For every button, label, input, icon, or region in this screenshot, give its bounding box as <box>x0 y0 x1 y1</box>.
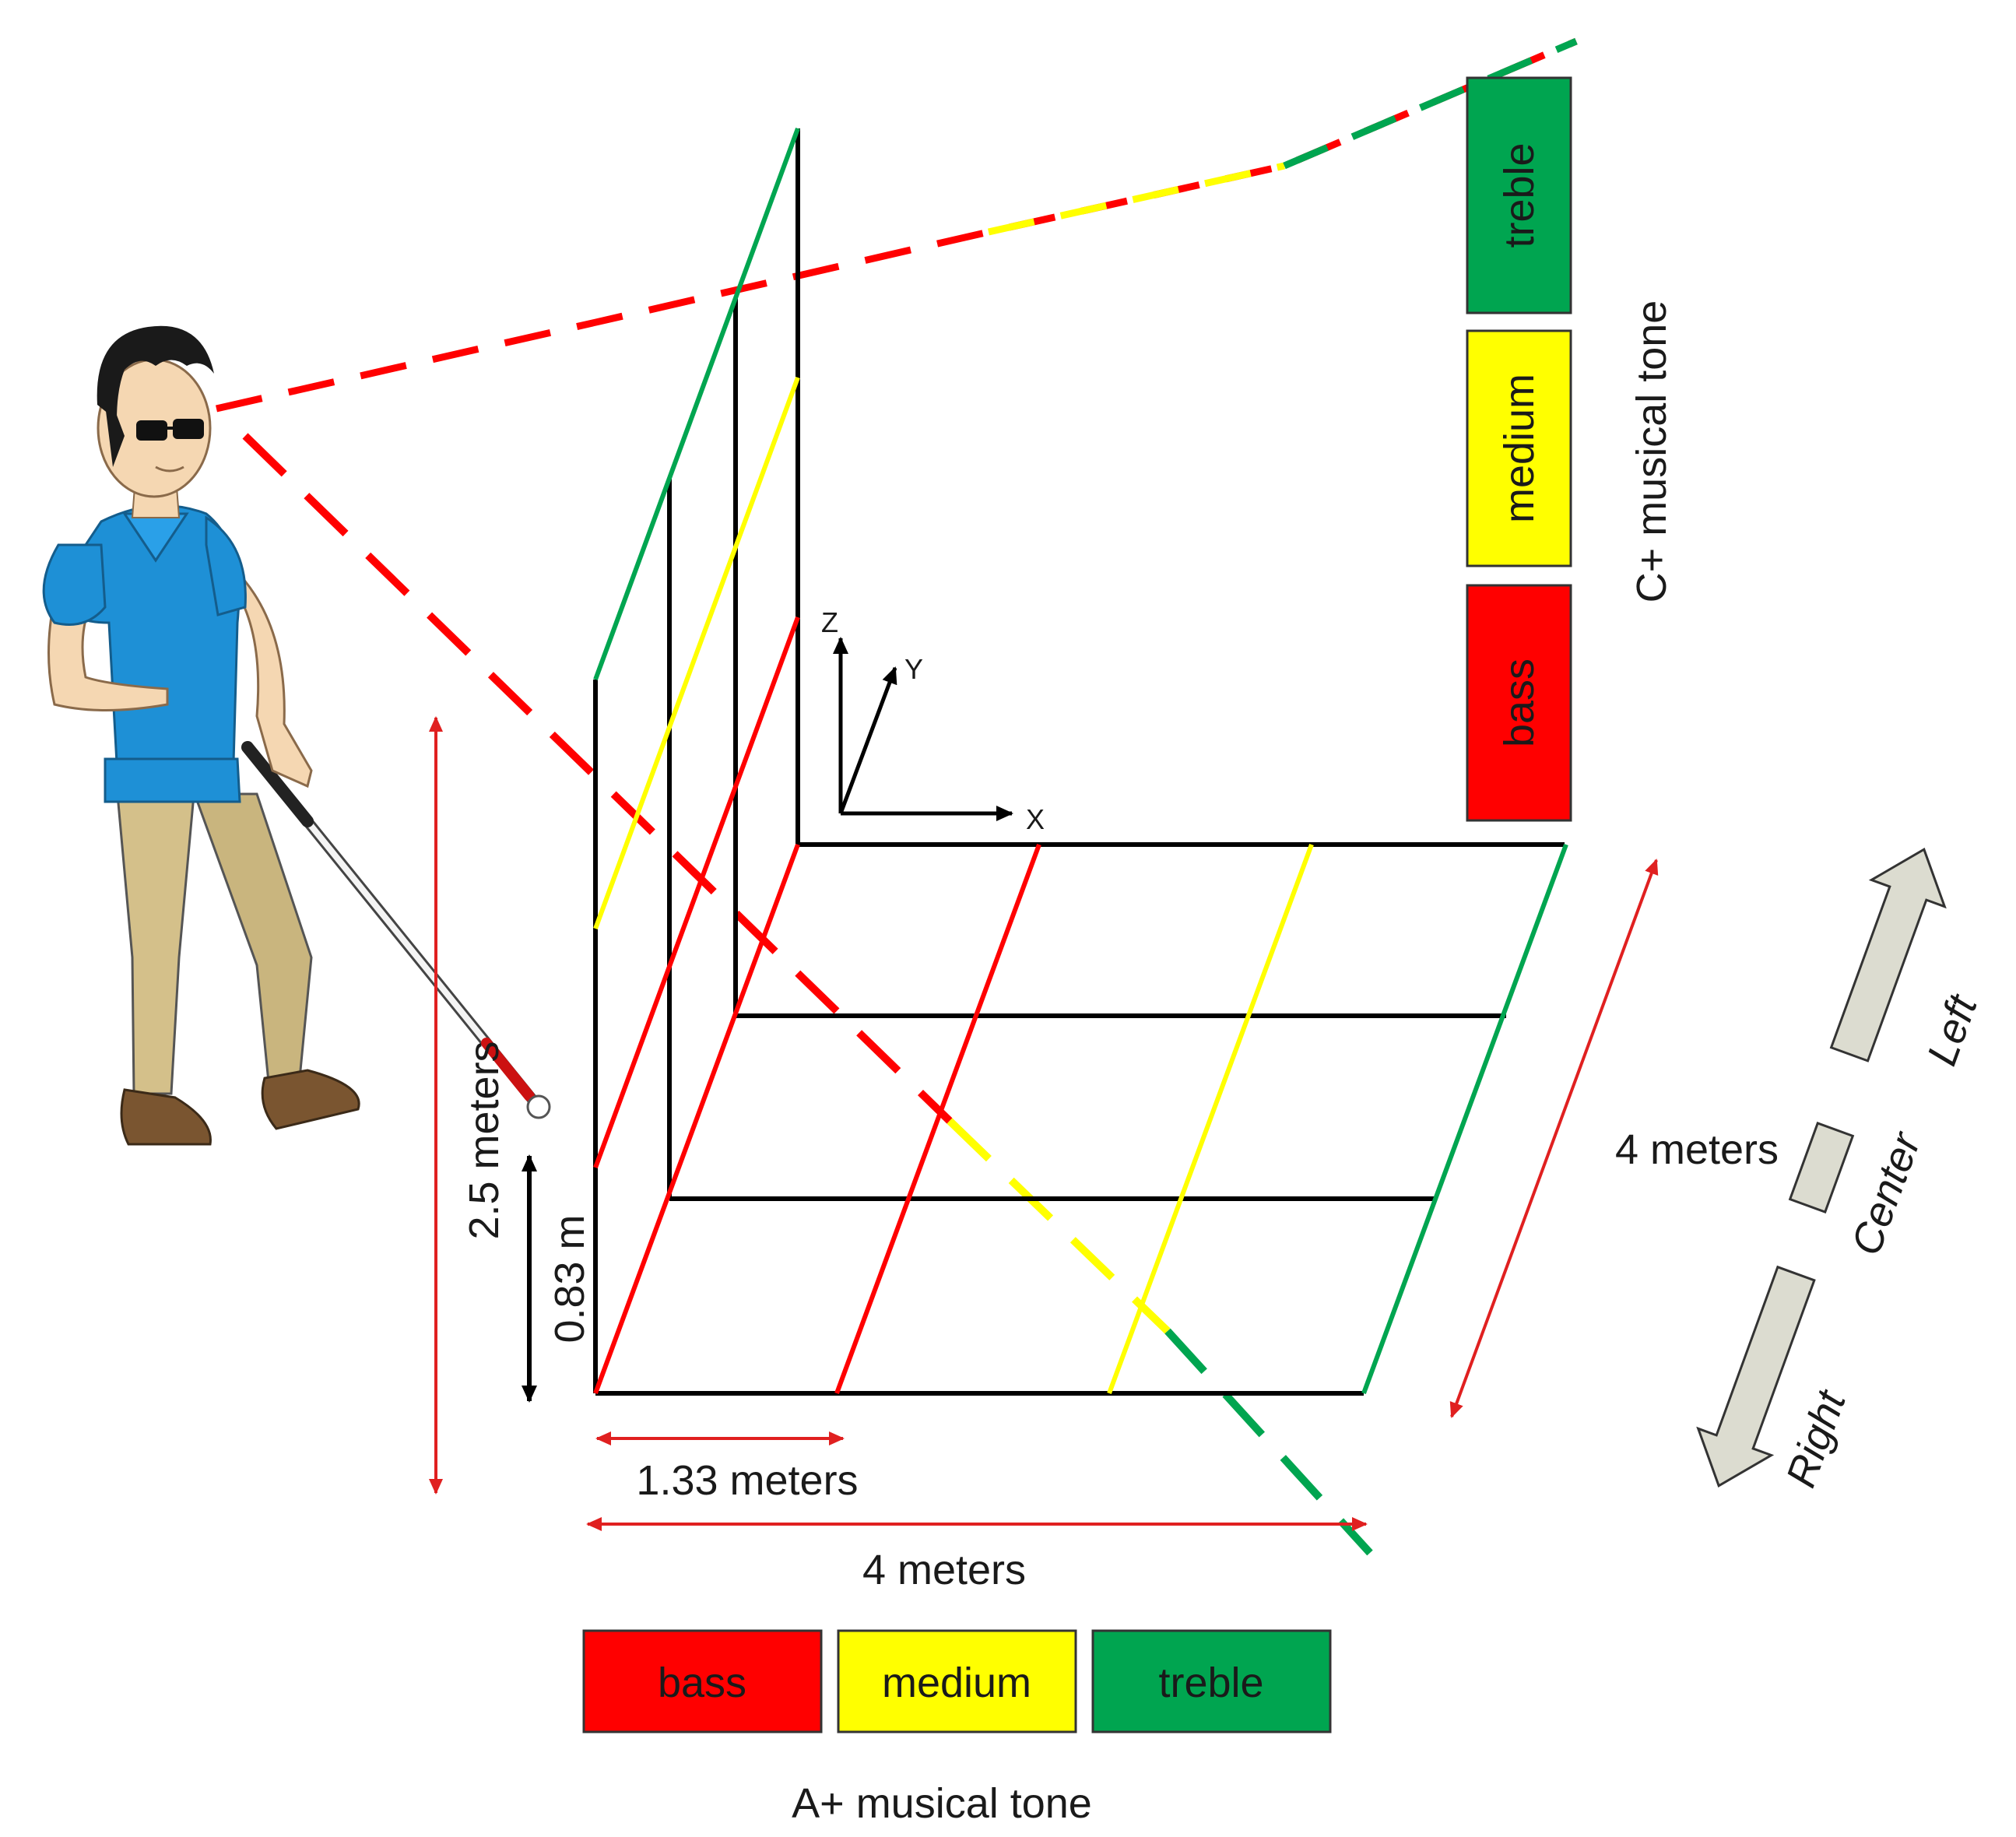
direction-right-label: Right <box>1777 1383 1855 1493</box>
axes-indicator: Z Y X <box>821 606 1045 835</box>
vertical-scale-caption: C+ musical tone <box>1628 300 1675 603</box>
axis-y-label: Y <box>904 653 923 685</box>
dimension-width: 4 meters <box>586 1517 1368 1593</box>
vertical-tone-scale: treble medium bass C+ musical tone <box>1466 76 1675 822</box>
horizontal-scale-bass-label: bass <box>658 1660 746 1706</box>
vertical-scale-bass-label: bass <box>1496 659 1543 747</box>
dimension-depth: 4 meters <box>1449 859 1779 1418</box>
axis-x-label: X <box>1026 803 1045 835</box>
vertical-scale-medium <box>1466 329 1572 567</box>
dimension-cell-height-label: 0.83 m <box>546 1214 593 1343</box>
vertical-scale-medium-label: medium <box>1496 374 1543 523</box>
vertical-scale-bass <box>1466 584 1572 822</box>
blind-person-with-cane-icon <box>42 325 551 1146</box>
dimension-cell-width-label: 1.33 meters <box>636 1457 858 1504</box>
dimension-width-label: 4 meters <box>862 1547 1026 1593</box>
axis-z-label: Z <box>821 606 838 638</box>
vertical-scale-treble <box>1466 76 1572 314</box>
horizontal-scale-medium <box>837 1629 1077 1733</box>
horizontal-scale-treble-label: treble <box>1158 1660 1263 1706</box>
horizontal-scale-bass <box>582 1629 823 1733</box>
horizontal-scale-medium-label: medium <box>882 1660 1031 1706</box>
dimension-cell-height: 0.83 m <box>522 1154 593 1403</box>
horizontal-tone-scale: bass medium treble A+ musical tone <box>582 1629 1332 1827</box>
vertical-scale-treble-label: treble <box>1496 142 1543 248</box>
direction-center-marker <box>1788 1122 1855 1214</box>
direction-left-label: Left <box>1918 988 1986 1071</box>
horizontal-scale-caption: A+ musical tone <box>792 1780 1092 1827</box>
dimension-depth-label: 4 meters <box>1615 1126 1779 1173</box>
vision-cone <box>216 37 1578 1556</box>
dimension-total-height-label: 2.5 meters <box>461 1041 508 1239</box>
direction-arrow-icon <box>1829 848 1947 1063</box>
direction-center-label: Center <box>1842 1126 1930 1262</box>
dimension-cell-width: 1.33 meters <box>595 1431 859 1504</box>
dimension-total-height: 2.5 meters <box>429 716 508 1495</box>
floor-grid <box>593 842 1568 1396</box>
direction-arrow-icon <box>1696 1265 1816 1488</box>
horizontal-scale-treble <box>1091 1629 1332 1733</box>
vertical-grid <box>593 127 800 1393</box>
